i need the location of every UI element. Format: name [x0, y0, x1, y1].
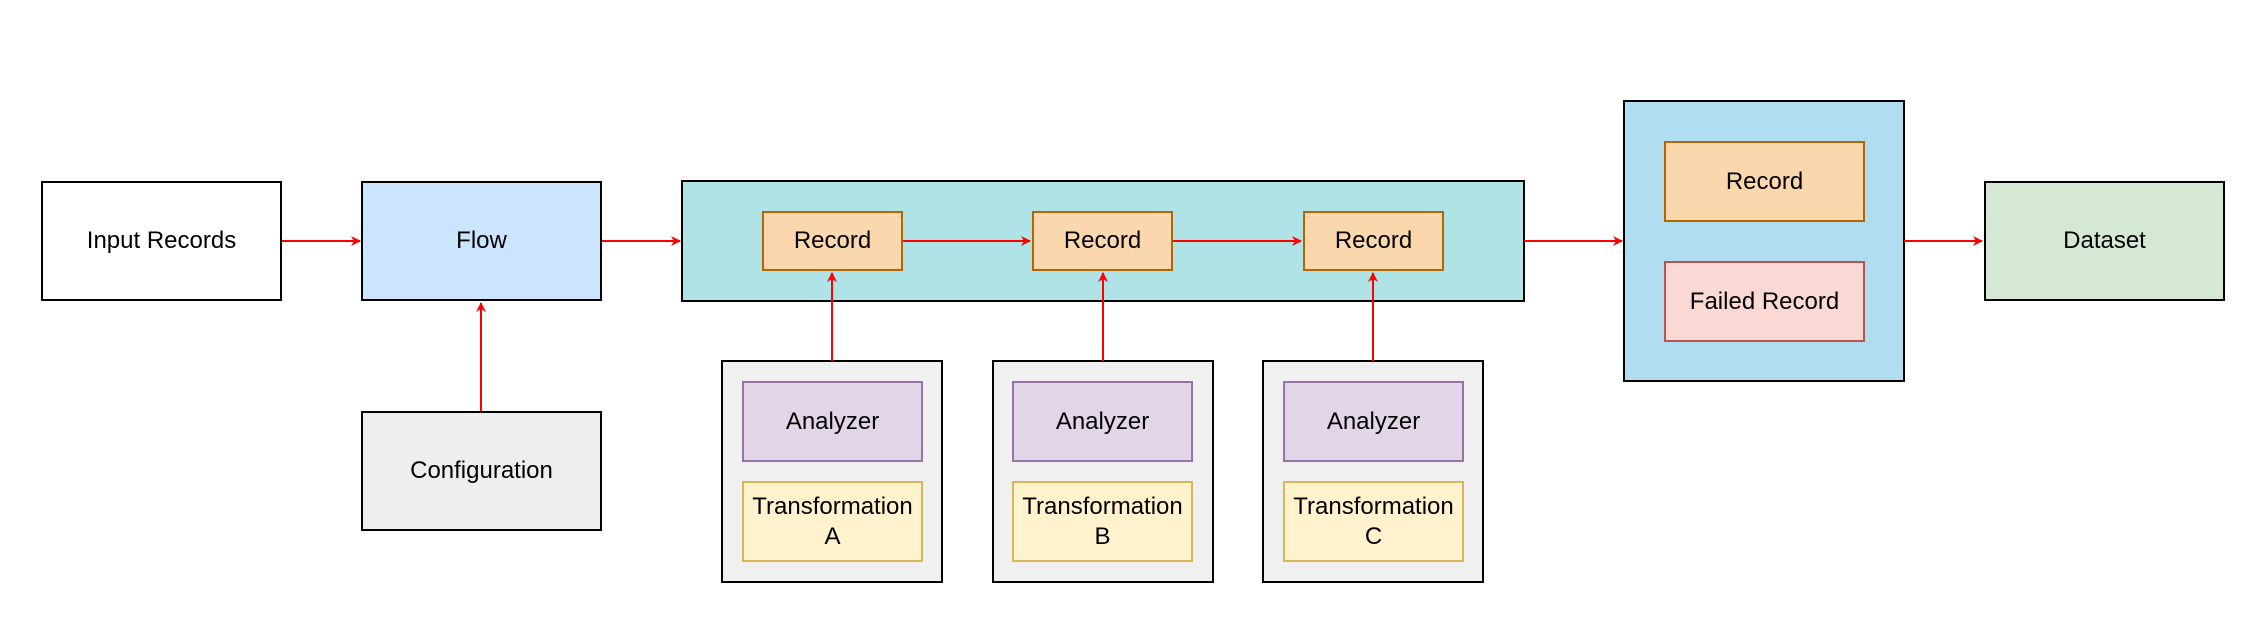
failed-record-node: Failed Record [1664, 261, 1865, 342]
transformation-a-label: Transformation A [752, 492, 913, 550]
record-node-1: Record [762, 211, 903, 271]
output-record-node: Record [1664, 141, 1865, 222]
dataset-label: Dataset [2063, 227, 2146, 254]
configuration-label: Configuration [410, 457, 553, 484]
analyzer-node-1: Analyzer [742, 381, 923, 462]
output-record-label: Record [1725, 167, 1804, 195]
record-node-2: Record [1032, 211, 1173, 271]
transformation-b-label: Transformation B [1022, 492, 1183, 550]
dataset-node: Dataset [1984, 181, 2225, 301]
analyzer-label-3: Analyzer [1326, 407, 1421, 435]
arrows [282, 236, 1983, 411]
flow-label: Flow [456, 227, 507, 254]
failed-record-label: Failed Record [1689, 287, 1840, 315]
record-node-3: Record [1303, 211, 1444, 271]
analyzer-label-1: Analyzer [785, 407, 880, 435]
transformation-b-node: Transformation B [1012, 481, 1193, 562]
transformation-a-node: Transformation A [742, 481, 923, 562]
record-label-3: Record [1334, 227, 1413, 254]
analyzer-node-3: Analyzer [1283, 381, 1464, 462]
record-label-1: Record [793, 227, 872, 254]
analyzer-node-2: Analyzer [1012, 381, 1193, 462]
analyzer-label-2: Analyzer [1055, 407, 1150, 435]
transformation-c-label: Transformation C [1293, 492, 1454, 550]
flow-node: Flow [361, 181, 602, 301]
configuration-node: Configuration [361, 411, 602, 531]
record-label-2: Record [1063, 227, 1142, 254]
input-records-node: Input Records [41, 181, 282, 301]
input-records-label: Input Records [86, 227, 237, 254]
transformation-c-node: Transformation C [1283, 481, 1464, 562]
